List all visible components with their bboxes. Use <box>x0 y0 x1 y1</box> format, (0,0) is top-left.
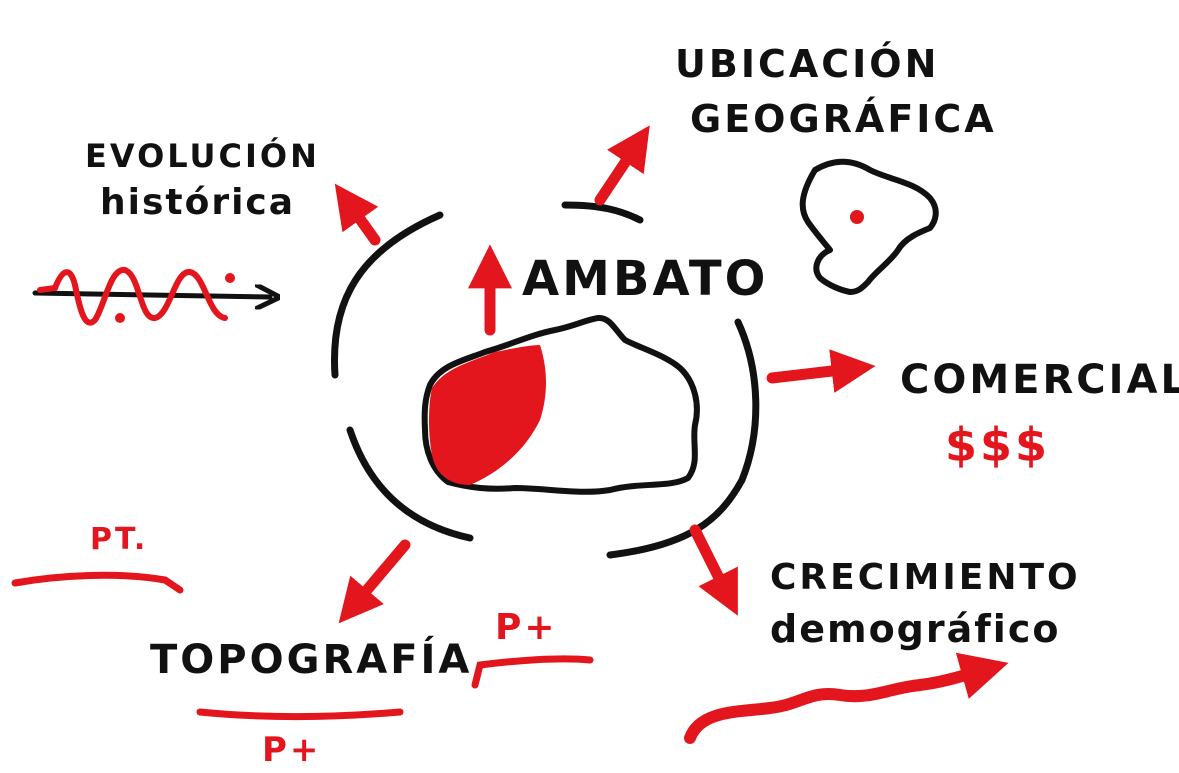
arrow-topografia <box>338 539 411 624</box>
topografia-mark-left: PT. <box>90 522 149 557</box>
evolucion-line1: EVOLUCIÓN <box>85 137 320 175</box>
arrow-ubicacion <box>594 125 650 206</box>
arrow-crecimiento <box>689 524 738 616</box>
evolucion-line2: histórica <box>100 182 296 223</box>
arrows <box>334 125 876 624</box>
ecuador-map-icon <box>799 158 939 295</box>
wave-graph-icon <box>32 267 270 326</box>
topografia-mark-right: P+ <box>495 607 558 648</box>
comercial-symbol: $$$ <box>945 418 1051 472</box>
topografia-mark-bottom: P+ <box>262 730 322 770</box>
crecimiento-line1: CRECIMIENTO <box>770 557 1081 598</box>
topography-marks <box>11 571 594 720</box>
crecimiento-line2: demográfico <box>770 607 1061 651</box>
ambato-map-icon <box>421 315 700 495</box>
center-ring <box>330 201 760 559</box>
comercial-title: COMERCIAL <box>900 357 1179 403</box>
center-title: AMBATO <box>522 251 769 307</box>
growth-arrow-icon <box>684 652 1009 744</box>
ubicacion-line2: GEOGRÁFICA <box>690 97 997 141</box>
topografia-title: TOPOGRAFÍA <box>150 637 473 683</box>
arrow-comercial <box>766 349 876 393</box>
ubicacion-line1: UBICACIÓN <box>675 42 940 86</box>
arrow-evolucion <box>334 183 381 246</box>
